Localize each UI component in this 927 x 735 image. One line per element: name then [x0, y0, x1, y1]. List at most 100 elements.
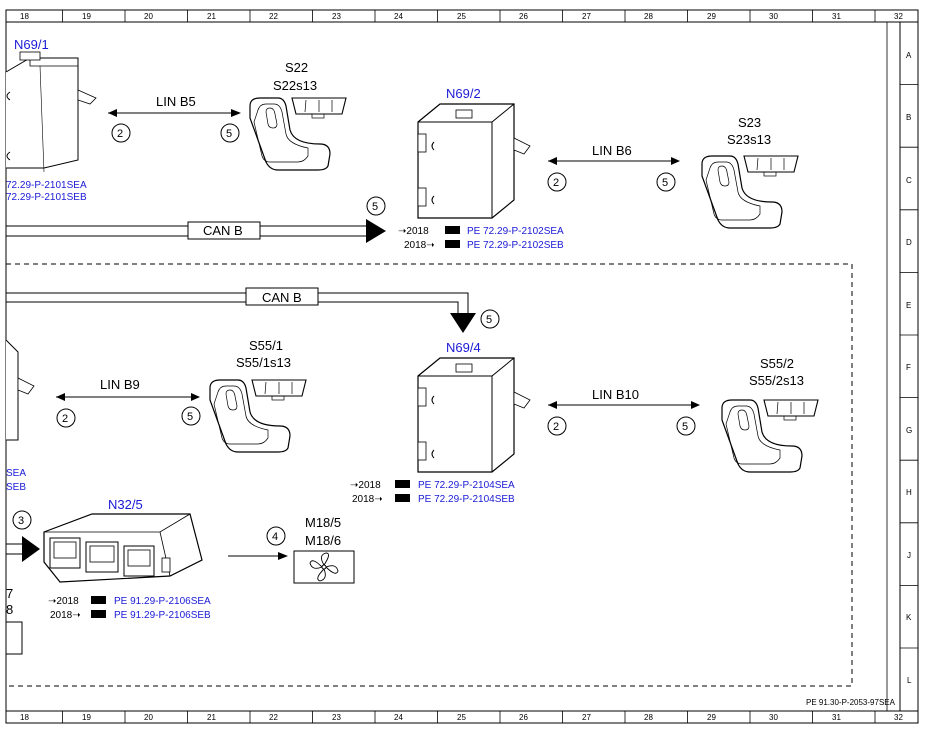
col-label: 27 — [582, 12, 591, 21]
can-b-top-label: CAN B — [203, 223, 243, 238]
s55-1-seat-switch — [209, 379, 307, 453]
col-label: 29 — [707, 713, 716, 722]
pin-number: 5 — [682, 421, 688, 433]
col-label: 25 — [457, 713, 466, 722]
n32-5-ref-b: PE 91.29-P-2106SEB — [114, 610, 211, 621]
col-label: 20 — [144, 12, 153, 21]
hand-pointer-icon — [395, 494, 410, 502]
pin-circle — [656, 172, 676, 192]
year-label: 2018➝ — [404, 240, 435, 251]
hand-pointer-icon — [445, 240, 460, 248]
s55-2-seat-switch — [721, 399, 819, 473]
pin-circle — [111, 123, 131, 143]
year: 2018 — [358, 480, 381, 491]
can-b-mid-label: CAN B — [262, 290, 302, 305]
row-label: B — [906, 113, 911, 122]
pin-number: 2 — [553, 177, 559, 189]
row-label: L — [907, 676, 912, 685]
col-label: 18 — [20, 713, 29, 722]
year-label: 2018➝ — [50, 610, 81, 621]
col-label: 19 — [82, 713, 91, 722]
m18-5-label: M18/5 — [305, 515, 341, 530]
partial-module-left — [5, 339, 35, 441]
n69-4-module — [417, 357, 531, 473]
year-label: ➝2018 — [350, 480, 381, 491]
column-labels-bottom: 18 19 20 21 22 23 24 25 26 27 28 29 30 3… — [20, 713, 903, 722]
col-label: 30 — [769, 12, 778, 21]
n69-4-ref-a: PE 72.29-P-2104SEA — [418, 480, 515, 491]
n69-4-label: N69/4 — [446, 340, 481, 355]
col-label: 32 — [894, 12, 903, 21]
col-label: 21 — [207, 713, 216, 722]
year: 2018 — [50, 610, 73, 621]
n69-2-ref-b: PE 72.29-P-2102SEB — [467, 240, 564, 251]
bus-arrow-n32-5 — [6, 536, 40, 562]
s55-2s13-label: S55/2s13 — [749, 373, 804, 388]
s22-seat-switch — [249, 97, 347, 171]
dashed-enclosure — [6, 263, 853, 687]
year: 2018 — [56, 596, 79, 607]
col-label: 28 — [644, 12, 653, 21]
n69-1-module — [5, 51, 97, 173]
year: 2018 — [406, 226, 429, 237]
hand-pointer-icon — [445, 226, 460, 234]
n32-5-module — [43, 513, 203, 583]
s22-label: S22 — [285, 60, 308, 75]
col-label: 28 — [644, 713, 653, 722]
pin-number: 5 — [662, 177, 668, 189]
col-label: 26 — [519, 12, 528, 21]
row-label: G — [906, 426, 912, 435]
col-label: 26 — [519, 713, 528, 722]
row-label: H — [906, 488, 912, 497]
col-label: 18 — [20, 12, 29, 21]
col-label: 23 — [332, 12, 341, 21]
n69-1-label: N69/1 — [14, 37, 49, 52]
col-label: 20 — [144, 713, 153, 722]
col-label: 23 — [332, 713, 341, 722]
pin-number: 5 — [372, 201, 378, 213]
pin-circle — [480, 309, 500, 329]
s23-label: S23 — [738, 115, 761, 130]
lin-b9-label: LIN B9 — [100, 377, 140, 392]
col-label: 24 — [394, 12, 403, 21]
pin-circle — [547, 172, 567, 192]
year: 2018 — [404, 240, 427, 251]
pin-number: 2 — [553, 421, 559, 433]
left-ref-a: SEA — [6, 468, 26, 479]
n69-2-label: N69/2 — [446, 86, 481, 101]
pin-number: 5 — [486, 314, 492, 326]
col-label: 31 — [832, 713, 841, 722]
pin-circle — [676, 416, 696, 436]
n32-5-label: N32/5 — [108, 497, 143, 512]
hand-pointer-icon — [395, 480, 410, 488]
year-label: ➝2018 — [48, 596, 79, 607]
pin-circle — [547, 416, 567, 436]
fan-icon — [293, 550, 355, 584]
pin-number: 4 — [272, 531, 278, 543]
row-label: K — [906, 613, 912, 622]
n69-4-ref-b: PE 72.29-P-2104SEB — [418, 494, 515, 505]
pin-number: 5 — [226, 128, 232, 140]
pin-circle — [12, 510, 32, 530]
n69-4-refs: ➝2018 2018➝ PE 72.29-P-2104SEA PE 72.29-… — [350, 480, 515, 505]
col-label: 31 — [832, 12, 841, 21]
s23s13-label: S23s13 — [727, 132, 771, 147]
n69-2-module — [417, 103, 531, 219]
partial-label-8: 8 — [6, 602, 13, 617]
n32-5-refs: ➝2018 2018➝ PE 91.29-P-2106SEA PE 91.29-… — [48, 596, 211, 621]
s22s13-label: S22s13 — [273, 78, 317, 93]
row-label: C — [906, 176, 912, 185]
row-label: F — [906, 363, 911, 372]
drawing-reference: PE 91.30-P-2053-97SEA — [806, 698, 896, 707]
col-label: 27 — [582, 713, 591, 722]
pin-number: 3 — [18, 515, 24, 527]
n69-1-ref-a: 72.29-P-2101SEA — [6, 180, 87, 191]
n69-1-ref-b: 72.29-P-2101SEB — [6, 192, 87, 203]
col-label: 19 — [82, 12, 91, 21]
year-label: 2018➝ — [352, 494, 383, 505]
can-b-top-bus — [6, 219, 386, 243]
can-b-mid-bus — [6, 287, 476, 333]
col-label: 24 — [394, 713, 403, 722]
n69-2-ref-a: PE 72.29-P-2102SEA — [467, 226, 564, 237]
